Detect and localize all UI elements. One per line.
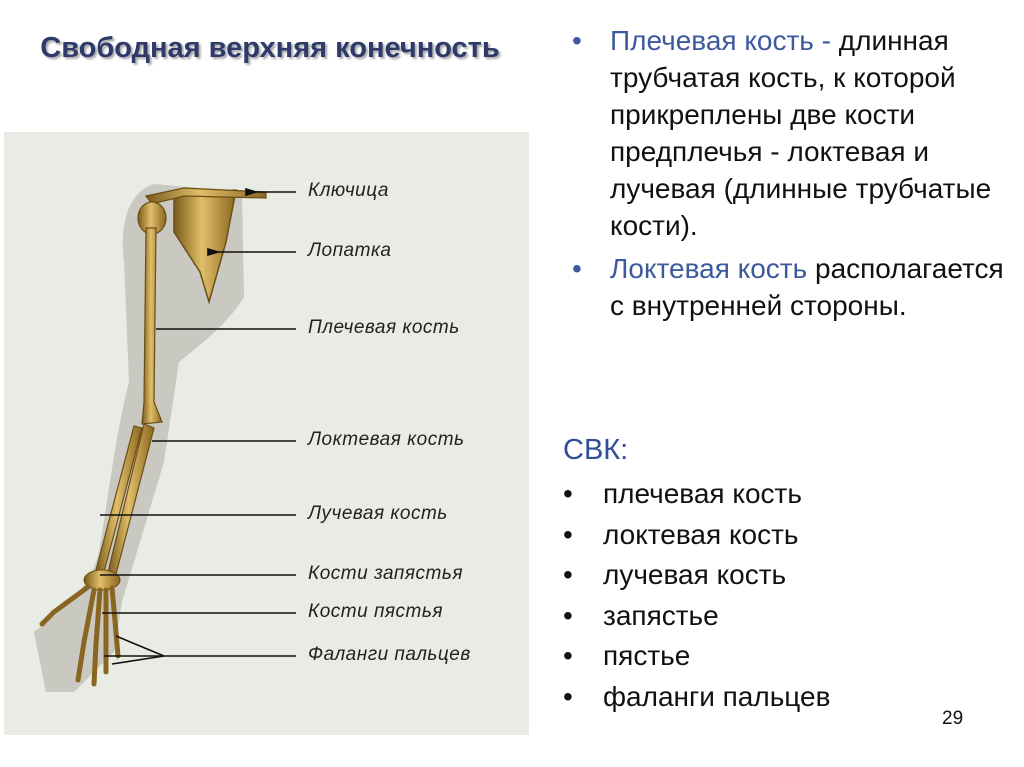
bullet-symbol: •: [563, 559, 573, 590]
bullet-symbol: •: [563, 640, 573, 671]
list-item: • фаланги пальцев: [563, 677, 830, 718]
bullet-symbol: •: [563, 518, 573, 550]
label-phalanges: Фаланги пальцев: [308, 644, 471, 665]
list-item: • лучевая кость: [563, 555, 830, 596]
svk-list: • плечевая кость • локтевая кость • лучевая…: [563, 474, 830, 717]
bullet-symbol: •: [563, 599, 573, 631]
bullet-term: Локтевая кость: [610, 253, 808, 284]
label-radius: Лучевая кость: [308, 503, 448, 524]
label-metacarpals: Кости пястья: [308, 601, 444, 622]
list-item-text: плечевая кость: [603, 478, 802, 509]
bullet-symbol: •: [563, 680, 573, 712]
list-item-text: локтевая кость: [603, 518, 799, 550]
description-list: • Плечевая кость - длинная трубчатая кос…: [572, 22, 1012, 330]
arm-skeleton-illustration: [34, 184, 296, 692]
label-ulna: Локтевая кость: [308, 429, 465, 450]
list-item: • плечевая кость: [563, 474, 830, 515]
arm-skeleton-figure: Ключица Лопатка Плечевая кость Локтевая …: [4, 132, 529, 735]
bullet-ulna-description: • Локтевая кость располагается с внутрен…: [572, 250, 1012, 324]
label-humerus: Плечевая кость: [308, 317, 460, 338]
label-scapula: Лопатка: [308, 240, 392, 261]
list-item-text: пястье: [603, 640, 691, 671]
slide-title: Свободная верхняя конечность: [40, 32, 500, 64]
list-item: • локтевая кость: [563, 515, 830, 556]
list-item-text: лучевая кость: [603, 559, 787, 590]
list-item-text: фаланги пальцев: [603, 680, 831, 712]
page-number: 29: [942, 708, 964, 729]
bullet-symbol: •: [572, 253, 582, 284]
humerus-shape: [141, 227, 163, 425]
bullet-text: длинная трубчатая кость, к которой прикр…: [610, 25, 992, 241]
bullet-symbol: •: [563, 478, 573, 509]
bullet-humerus-description: • Плечевая кость - длинная трубчатая кос…: [572, 22, 1012, 244]
list-item: • пястье: [563, 636, 830, 677]
svk-heading: СВК:: [563, 434, 629, 466]
list-item: • запястье: [563, 596, 830, 637]
bullet-text: располагается с внутренней стороны.: [610, 253, 1004, 321]
leader-lines: [100, 187, 296, 665]
list-item-text: запястье: [603, 599, 719, 631]
bullet-term: Плечевая кость -: [610, 25, 831, 56]
label-clavicle: Ключица: [308, 180, 389, 201]
label-carpals: Кости запястья: [308, 563, 463, 584]
bullet-symbol: •: [572, 25, 582, 56]
hand-bones: [39, 584, 121, 687]
